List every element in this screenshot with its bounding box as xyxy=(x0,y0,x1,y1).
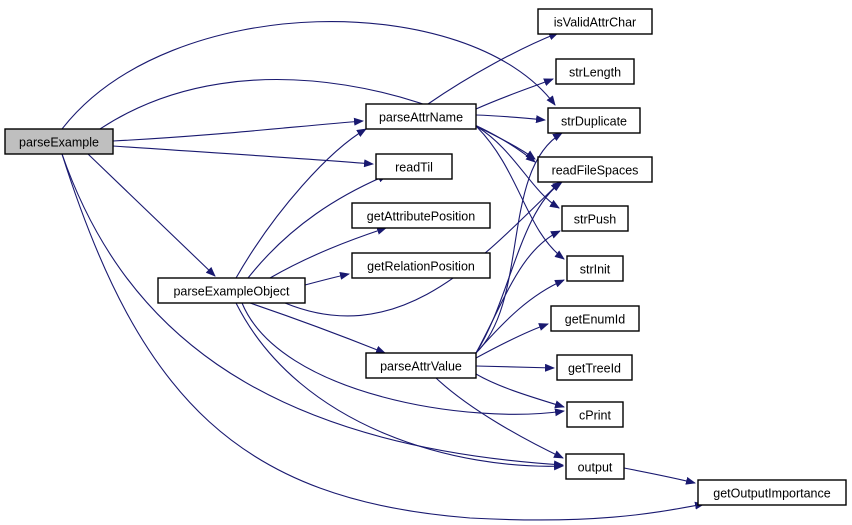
node-box-getOutputImportance xyxy=(697,479,847,506)
node-output[interactable]: output xyxy=(565,453,625,480)
edge-parseAttrName-to-strLength xyxy=(475,78,554,110)
node-label-isValidAttrChar: isValidAttrChar xyxy=(554,16,636,30)
edge-parseAttrName-to-strInit xyxy=(475,125,565,260)
edge-parseExampleObject-to-getAttributePosition xyxy=(269,227,387,279)
edge-parseExample-to-strDuplicate xyxy=(61,20,556,130)
edge-parseAttrName-to-isValidAttrChar xyxy=(427,32,559,105)
node-box-getAttributePosition xyxy=(351,202,491,229)
edge-parseAttrValue-to-strDuplicate xyxy=(475,132,563,354)
node-strDuplicate[interactable]: strDuplicate xyxy=(547,107,641,134)
node-parseExample[interactable]: parseExample xyxy=(4,128,114,155)
node-box-parseExample xyxy=(4,128,114,155)
edge-parseExampleObject-to-output xyxy=(235,302,564,471)
edge-parseAttrValue-to-strInit xyxy=(475,279,565,354)
node-label-readFileSpaces: readFileSpaces xyxy=(552,164,639,178)
node-label-strDuplicate: strDuplicate xyxy=(561,115,627,129)
node-getOutputImportance[interactable]: getOutputImportance xyxy=(697,479,847,506)
node-box-cPrint xyxy=(566,401,624,428)
node-isValidAttrChar[interactable]: isValidAttrChar xyxy=(537,8,653,35)
edge-parseAttrValue-to-strPush xyxy=(475,230,561,354)
node-parseAttrValue[interactable]: parseAttrValue xyxy=(365,352,477,379)
node-box-strLength xyxy=(555,58,635,85)
node-box-readFileSpaces xyxy=(537,156,653,183)
edge-parseAttrValue-to-getTreeId xyxy=(475,363,555,372)
node-getRelationPosition[interactable]: getRelationPosition xyxy=(351,252,491,279)
edge-parseExampleObject-to-cPrint xyxy=(241,302,565,417)
node-box-isValidAttrChar xyxy=(537,8,653,35)
node-label-getTreeId: getTreeId xyxy=(568,362,621,376)
node-strPush[interactable]: strPush xyxy=(561,205,629,232)
edge-parseAttrValue-to-cPrint xyxy=(475,373,565,409)
edge-parseAttrName-to-readFileSpaces xyxy=(475,125,536,160)
node-box-getRelationPosition xyxy=(351,252,491,279)
node-strInit[interactable]: strInit xyxy=(566,255,624,282)
edge-parseExample-to-parseAttrName xyxy=(112,117,364,142)
edge-parseExampleObject-to-readTil xyxy=(247,174,388,279)
edge-parseExample-to-getOutputImportance xyxy=(61,153,705,521)
node-readFileSpaces[interactable]: readFileSpaces xyxy=(537,156,653,183)
edge-output-to-getOutputImportance xyxy=(623,467,696,485)
node-label-cPrint: cPrint xyxy=(579,409,611,423)
edge-parseAttrName-to-strPush xyxy=(475,125,560,209)
edge-parseAttrName-to-strDuplicate xyxy=(475,114,546,124)
edge-parseExample-to-parseExampleObject xyxy=(87,153,216,277)
node-box-strDuplicate xyxy=(547,107,641,134)
node-label-getAttributePosition: getAttributePosition xyxy=(367,210,475,224)
node-label-strLength: strLength xyxy=(569,66,621,80)
node-box-parseAttrValue xyxy=(365,352,477,379)
node-box-getTreeId xyxy=(556,354,633,381)
node-label-output: output xyxy=(578,461,613,475)
node-label-getRelationPosition: getRelationPosition xyxy=(367,260,475,274)
node-box-strInit xyxy=(566,255,624,282)
node-box-strPush xyxy=(561,205,629,232)
edge-parseExampleObject-to-parseAttrValue xyxy=(249,302,386,354)
edge-parseExample-to-readTil xyxy=(112,145,374,168)
node-label-getOutputImportance: getOutputImportance xyxy=(713,487,830,501)
edge-parseExample-to-output xyxy=(61,153,564,469)
node-readTil[interactable]: readTil xyxy=(375,153,453,180)
node-label-parseAttrName: parseAttrName xyxy=(379,111,463,125)
edge-parseAttrValue-to-getEnumId xyxy=(475,323,549,359)
node-getTreeId[interactable]: getTreeId xyxy=(556,354,633,381)
node-label-strPush: strPush xyxy=(574,213,616,227)
node-box-parseExampleObject xyxy=(157,277,306,304)
node-label-getEnumId: getEnumId xyxy=(565,313,626,327)
node-cPrint[interactable]: cPrint xyxy=(566,401,624,428)
node-label-strInit: strInit xyxy=(580,263,611,277)
node-parseExampleObject[interactable]: parseExampleObject xyxy=(157,277,306,304)
node-label-parseAttrValue: parseAttrValue xyxy=(380,360,462,374)
node-getEnumId[interactable]: getEnumId xyxy=(550,305,640,332)
edge-parseExampleObject-to-getRelationPosition xyxy=(304,271,350,286)
node-label-parseExample: parseExample xyxy=(19,136,99,150)
edge-parseAttrValue-to-output xyxy=(435,377,564,459)
node-parseAttrName[interactable]: parseAttrName xyxy=(365,103,477,130)
node-box-getEnumId xyxy=(550,305,640,332)
node-box-parseAttrName xyxy=(365,103,477,130)
edge-parseExampleObject-to-parseAttrName xyxy=(235,128,367,279)
node-box-readTil xyxy=(375,153,453,180)
node-label-parseExampleObject: parseExampleObject xyxy=(173,285,290,299)
edge-parseExampleObject-to-readFileSpaces xyxy=(284,181,561,317)
node-getAttributePosition[interactable]: getAttributePosition xyxy=(351,202,491,229)
node-box-output xyxy=(565,453,625,480)
node-label-readTil: readTil xyxy=(395,161,433,175)
node-strLength[interactable]: strLength xyxy=(555,58,635,85)
